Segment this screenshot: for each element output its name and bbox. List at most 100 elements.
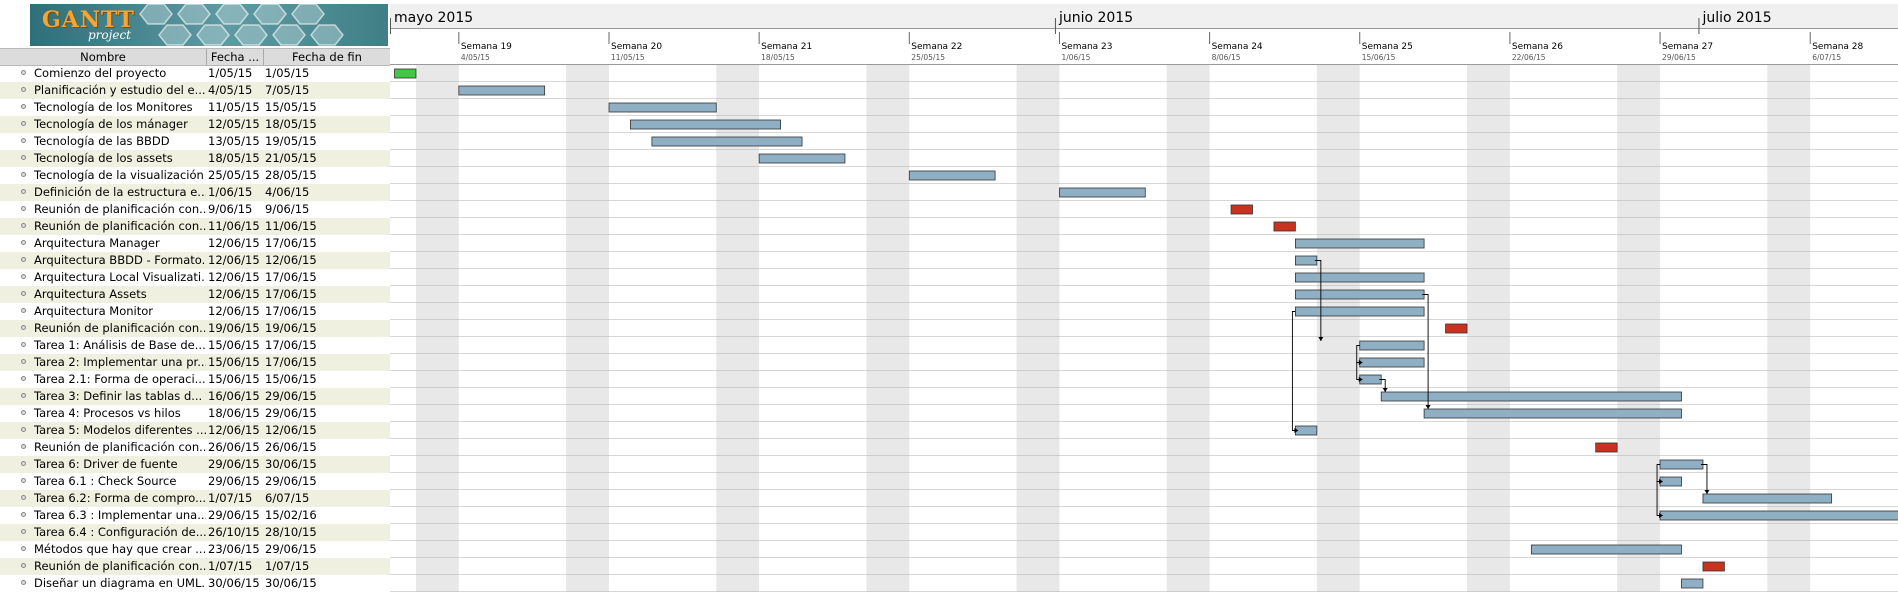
task-start-date: 26/10/15 <box>208 525 260 539</box>
task-bullet-icon <box>21 563 26 568</box>
task-start-date: 30/06/15 <box>208 576 260 590</box>
task-bar[interactable] <box>458 85 546 96</box>
task-bar[interactable] <box>1423 408 1682 419</box>
start-milestone-bar[interactable] <box>394 68 417 79</box>
task-bullet-icon <box>21 529 26 534</box>
milestone-bar[interactable] <box>1595 442 1618 453</box>
task-end-date: 19/06/15 <box>265 321 317 335</box>
task-bullet-icon <box>21 580 26 585</box>
month-label: junio 2015 <box>1058 10 1133 26</box>
task-bar[interactable] <box>651 136 803 147</box>
task-bar[interactable] <box>1702 493 1833 504</box>
task-bar[interactable] <box>1380 391 1682 402</box>
task-start-date: 25/05/15 <box>208 168 260 182</box>
task-end-date: 6/07/15 <box>265 491 310 505</box>
task-bar[interactable] <box>1295 306 1425 317</box>
milestone-bar[interactable] <box>1445 323 1468 334</box>
table-row[interactable]: Tarea 3: Definir las tablas d...16/06/15… <box>0 388 390 405</box>
task-start-date: 1/05/15 <box>208 66 253 80</box>
task-bullet-icon <box>21 87 26 92</box>
task-bar[interactable] <box>1359 374 1382 385</box>
task-start-date: 12/06/15 <box>208 423 260 437</box>
task-bar[interactable] <box>1295 272 1425 283</box>
week-date-label: 18/05/15 <box>761 53 795 62</box>
milestone-bar[interactable] <box>1273 221 1296 232</box>
weekend-column <box>415 65 459 592</box>
task-end-date: 29/06/15 <box>265 474 317 488</box>
task-bullet-icon <box>21 495 26 500</box>
task-bar[interactable] <box>608 102 717 113</box>
arrow-head-icon <box>1704 490 1710 494</box>
task-name: Tarea 6.2: Forma de compro... <box>34 491 206 505</box>
task-start-date: 12/06/15 <box>208 287 260 301</box>
task-bar[interactable] <box>1295 255 1318 266</box>
column-header-start[interactable]: Fecha ... <box>207 49 264 65</box>
task-name: Diseñar un diagrama en UML... <box>34 576 206 590</box>
task-end-date: 17/06/15 <box>265 338 317 352</box>
task-bar[interactable] <box>1295 289 1425 300</box>
task-end-date: 17/06/15 <box>265 304 317 318</box>
task-bar[interactable] <box>1359 340 1425 351</box>
week-label: Semana 24 <box>1212 42 1263 52</box>
task-bar[interactable] <box>908 170 996 181</box>
dependency-arrow <box>1314 260 1322 341</box>
week-date-label: 4/05/15 <box>461 53 490 62</box>
task-bar[interactable] <box>1359 357 1425 368</box>
task-bullet-icon <box>21 393 26 398</box>
task-start-date: 9/06/15 <box>208 202 253 216</box>
milestone-bar[interactable] <box>1230 204 1253 215</box>
task-bar[interactable] <box>1295 425 1318 436</box>
task-bar[interactable] <box>1659 476 1682 487</box>
task-name: Arquitectura Assets <box>34 287 147 301</box>
task-end-date: 21/05/15 <box>265 151 317 165</box>
task-end-date: 4/06/15 <box>265 185 310 199</box>
task-bar[interactable] <box>1659 510 1898 521</box>
milestone-bar[interactable] <box>1702 561 1725 572</box>
task-bar[interactable] <box>758 153 846 164</box>
week-date-label: 22/06/15 <box>1512 53 1546 62</box>
task-bar[interactable] <box>630 119 781 130</box>
task-bar[interactable] <box>1659 459 1704 470</box>
task-bar[interactable] <box>1059 187 1146 198</box>
task-bar[interactable] <box>1530 544 1682 555</box>
task-bar[interactable] <box>1681 578 1704 589</box>
task-bar[interactable] <box>1295 238 1425 249</box>
task-start-date: 29/06/15 <box>208 508 260 522</box>
table-row[interactable]: Arquitectura Local Visualizati...12/06/1… <box>0 269 390 286</box>
column-header-name[interactable]: Nombre <box>0 49 207 65</box>
dependency-arrow <box>1291 311 1296 431</box>
task-bullet-icon <box>21 155 26 160</box>
task-name: Arquitectura Manager <box>34 236 160 250</box>
column-header-end[interactable]: Fecha de fin <box>292 50 362 64</box>
